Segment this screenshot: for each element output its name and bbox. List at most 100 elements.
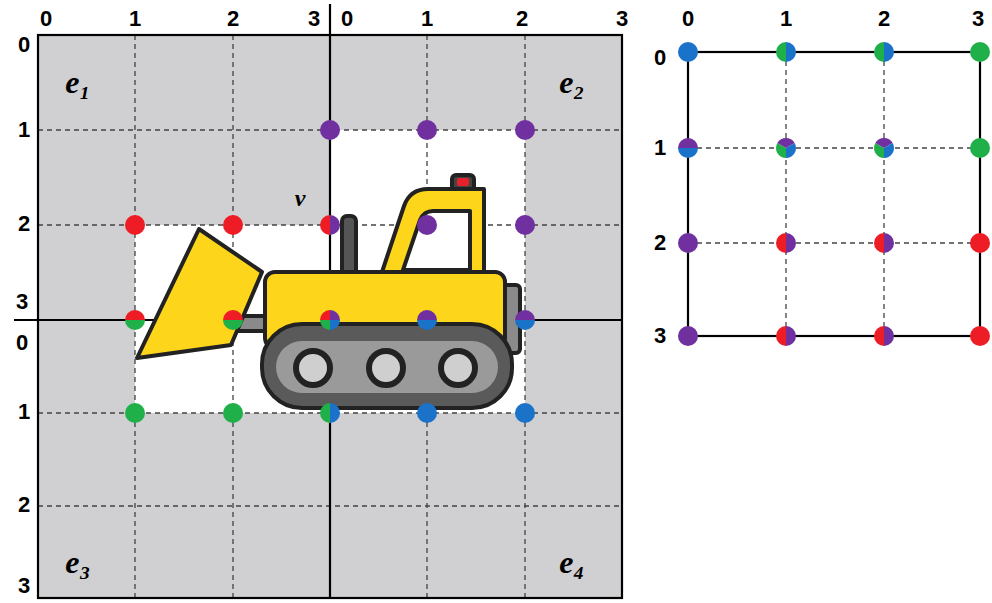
grid-dot (417, 120, 437, 140)
dot-segment (874, 42, 884, 62)
grid-dot (125, 215, 145, 235)
element-label: e₃ (65, 546, 90, 578)
dot-segment (320, 320, 330, 330)
grid-dot (678, 326, 698, 346)
dot-segment (417, 215, 437, 235)
node-dots (125, 42, 990, 423)
exhaust-pipe (342, 216, 356, 278)
track-inner (276, 341, 498, 393)
dot-segment (970, 42, 990, 62)
dashed-grid (688, 52, 980, 336)
axis-number: 3 (654, 325, 666, 347)
grid-dot (417, 215, 437, 235)
dot-segment (884, 42, 894, 62)
grid-dot (320, 120, 340, 140)
dot-segment (884, 233, 894, 253)
dot-segment (417, 310, 437, 320)
dot-segment (320, 120, 340, 140)
grid-dot (776, 138, 796, 158)
dot-segment (970, 233, 990, 253)
dot-segment (678, 233, 698, 253)
dot-segment (320, 215, 330, 235)
dot-segment (515, 120, 535, 140)
dot-segment (223, 215, 243, 235)
dot-segment (970, 138, 990, 158)
dot-segment (884, 326, 894, 346)
axis-number: 1 (18, 401, 30, 423)
dot-segment (678, 42, 698, 62)
axis-number: 3 (972, 8, 984, 30)
grid-dot (874, 138, 894, 158)
dot-segment (515, 215, 535, 235)
dot-segment (125, 310, 145, 320)
dot-segment (874, 233, 884, 253)
grid-dot (776, 233, 796, 253)
element-label: e₁ (65, 66, 90, 98)
dot-segment (515, 320, 535, 330)
grid-dot (678, 233, 698, 253)
axis-number: 1 (654, 137, 666, 159)
dot-segment (786, 233, 796, 253)
dot-segment (417, 120, 437, 140)
grid-dot (125, 403, 145, 423)
element-label: e₄ (559, 546, 584, 578)
dot-segment (330, 310, 340, 320)
dot-segment (884, 143, 894, 158)
grid-dot (515, 310, 535, 330)
grid-dot (515, 215, 535, 235)
axis-number: 2 (18, 494, 30, 516)
axis-number: 0 (18, 34, 30, 56)
grid-line (688, 242, 980, 243)
axis-number: 1 (18, 119, 30, 141)
grid-dot (776, 42, 796, 62)
grid-dot (874, 326, 894, 346)
grid-dot (417, 310, 437, 330)
axis-number: 3 (18, 575, 30, 597)
grid-dot (970, 233, 990, 253)
bulldozer-blade (137, 229, 262, 358)
axis-number: 0 (40, 8, 52, 30)
dot-segment (330, 215, 340, 235)
dot-segment (330, 320, 340, 330)
grid-line (785, 52, 786, 336)
dot-segment (776, 326, 786, 346)
grid-dot (874, 233, 894, 253)
dot-segment (874, 326, 884, 346)
axis-number: 1 (780, 8, 792, 30)
dot-segment (223, 310, 243, 320)
dot-segment (786, 326, 796, 346)
dot-segment (320, 310, 330, 320)
axis-number: 0 (654, 47, 666, 69)
axis-number: 2 (878, 8, 890, 30)
dot-segment (320, 403, 330, 423)
dot-segment (417, 320, 437, 330)
beacon-lamp (457, 178, 469, 186)
grid-dot (515, 120, 535, 140)
grid-dot (970, 138, 990, 158)
axis-number: 0 (341, 8, 353, 30)
grid-dot (874, 42, 894, 62)
grid-dot (678, 138, 698, 158)
element-label: e₂ (559, 66, 584, 98)
panel-border (688, 52, 980, 336)
grid-dot (776, 326, 796, 346)
dot-segment (776, 233, 786, 253)
dot-segment (125, 320, 145, 330)
axis-number: 1 (421, 8, 433, 30)
grid-dot (320, 215, 340, 235)
axis-number: 3 (16, 291, 28, 313)
grid-dot (970, 326, 990, 346)
dot-segment (776, 42, 786, 62)
dot-segment (223, 403, 243, 423)
grid-dot (223, 403, 243, 423)
bulldozer-track (262, 324, 512, 408)
track-wheel (369, 351, 403, 385)
track-wheel (441, 351, 475, 385)
track-wheel (296, 351, 330, 385)
dot-segment (970, 326, 990, 346)
grid-dot (320, 403, 340, 423)
dot-segment (515, 310, 535, 320)
axis-number: 2 (227, 8, 239, 30)
